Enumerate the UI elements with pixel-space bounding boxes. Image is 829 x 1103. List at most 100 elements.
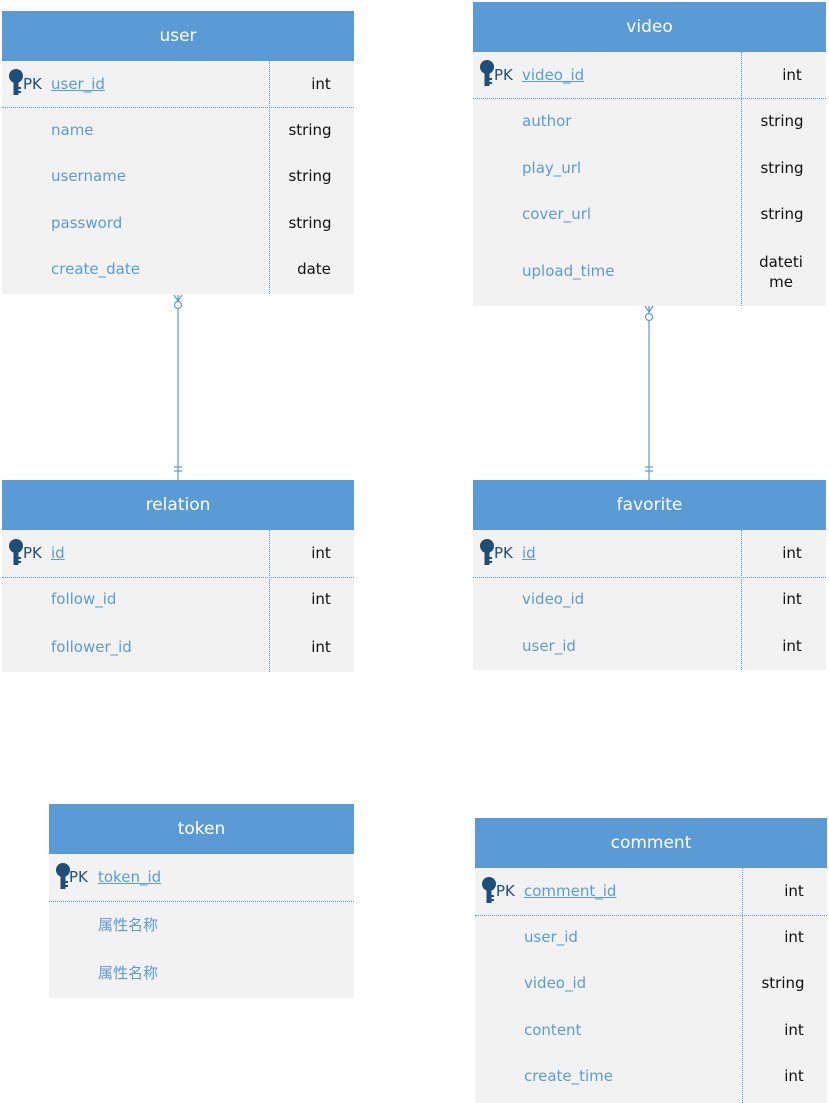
attribute-type: int [311, 75, 331, 93]
attribute-type: int [311, 638, 331, 656]
attribute-row[interactable]: upload_time datetime [473, 238, 826, 306]
pk-row[interactable]: PK user_id int [2, 61, 354, 108]
attribute-name: user_id [522, 637, 576, 655]
attribute-row[interactable]: user_id int [473, 624, 826, 670]
pk-label: PK [23, 75, 42, 93]
attribute-type: int [311, 590, 331, 608]
column-divider [742, 868, 743, 1103]
entity-title: video [626, 17, 673, 37]
pk-row[interactable]: PK token_id [49, 854, 354, 902]
attribute-row[interactable]: create_date date [2, 247, 354, 293]
entity-header: relation [2, 480, 354, 530]
attribute-row[interactable]: follower_id int [2, 624, 354, 672]
entity-title: user [159, 26, 197, 46]
attribute-row[interactable]: content int [475, 1009, 827, 1055]
relationship-user-relation [173, 294, 183, 480]
attribute-type: int [782, 590, 802, 608]
pk-label: PK [494, 66, 513, 84]
column-divider [269, 530, 270, 672]
attribute-type: int [784, 882, 804, 900]
attribute-type: int [784, 1067, 804, 1085]
entity-header: user [2, 11, 354, 61]
attribute-name: video_id [522, 590, 585, 608]
attribute-row[interactable]: 属性名称 [49, 902, 354, 948]
entity-title: comment [610, 833, 692, 853]
attribute-type: datetime [759, 253, 803, 291]
attribute-row[interactable]: name string [2, 108, 354, 154]
entity-relation[interactable]: relation PK id int follow_id int followe… [2, 480, 354, 672]
attribute-name: create_date [51, 260, 140, 278]
pk-label: PK [23, 544, 42, 562]
attribute-name: follower_id [51, 638, 132, 656]
pk-row[interactable]: PK video_id int [473, 52, 826, 99]
entity-title: token [177, 819, 226, 839]
attribute-name: name [51, 121, 94, 139]
entity-body: PK video_id int author string play_url s… [473, 52, 826, 306]
attribute-row[interactable]: create_time int [475, 1055, 827, 1103]
entity-title: relation [145, 495, 211, 515]
attribute-type: int [784, 928, 804, 946]
key-icon [480, 539, 494, 565]
attribute-row[interactable]: username string [2, 154, 354, 200]
pk-row[interactable]: PK id int [473, 530, 826, 578]
column-divider [741, 530, 742, 670]
attribute-name: play_url [522, 159, 582, 177]
attribute-row[interactable]: 属性名称 [49, 949, 354, 998]
attribute-name: id [522, 544, 536, 562]
attribute-type: string [288, 214, 332, 232]
pk-row[interactable]: PK id int [2, 530, 354, 578]
attribute-type: int [782, 637, 802, 655]
attribute-row[interactable]: user_id int [475, 916, 827, 962]
entity-token[interactable]: token PK token_id 属性名称 属性名称 [49, 804, 354, 998]
attribute-name: 属性名称 [98, 916, 159, 934]
attribute-type: int [782, 66, 802, 84]
attribute-row[interactable]: video_id string [475, 962, 827, 1009]
attribute-type: string [288, 121, 332, 139]
entity-header: video [473, 2, 826, 52]
attribute-row[interactable]: video_id int [473, 578, 826, 624]
attribute-type: string [760, 112, 804, 130]
entity-user[interactable]: user PK user_id int name string username… [2, 11, 354, 294]
key-icon [9, 69, 23, 95]
key-icon [56, 863, 70, 889]
attribute-type: string [760, 205, 804, 223]
attribute-name: create_time [524, 1067, 614, 1085]
attribute-name: 属性名称 [98, 964, 159, 982]
entity-body: PK id int follow_id int follower_id int [2, 530, 354, 672]
attribute-row[interactable]: cover_url string [473, 192, 826, 238]
attribute-name: comment_id [524, 882, 617, 900]
pk-row[interactable]: PK comment_id int [475, 868, 827, 916]
attribute-name: author [522, 112, 572, 130]
attribute-row[interactable]: author string [473, 99, 826, 145]
column-divider [269, 61, 270, 294]
entity-comment[interactable]: comment PK comment_id int user_id int vi… [475, 818, 827, 1103]
attribute-row[interactable]: follow_id int [2, 578, 354, 624]
column-divider [741, 52, 742, 306]
entity-body: PK token_id 属性名称 属性名称 [49, 854, 354, 998]
attribute-type: string [760, 159, 804, 177]
entity-favorite[interactable]: favorite PK id int video_id int user_id … [473, 480, 826, 670]
exactly-one-icon [174, 466, 182, 472]
attribute-type: int [782, 544, 802, 562]
attribute-name: password [51, 214, 123, 232]
entity-header: token [49, 804, 354, 854]
attribute-row[interactable]: play_url string [473, 146, 826, 192]
entity-body: PK id int video_id int user_id int [473, 530, 826, 670]
entity-title: favorite [616, 495, 683, 515]
key-icon [482, 877, 496, 903]
attribute-row[interactable]: password string [2, 201, 354, 247]
attribute-name: id [51, 544, 65, 562]
exactly-one-icon [645, 466, 653, 472]
attribute-name: video_id [522, 66, 585, 84]
entity-header: favorite [473, 480, 826, 530]
entity-body: PK user_id int name string username stri… [2, 61, 354, 294]
attribute-name: upload_time [522, 262, 615, 280]
attribute-type: date [297, 260, 331, 278]
attribute-name: cover_url [522, 205, 592, 223]
attribute-name: username [51, 167, 126, 185]
pk-label: PK [69, 868, 88, 886]
pk-label: PK [494, 544, 513, 562]
attribute-type: int [784, 1021, 804, 1039]
entity-video[interactable]: video PK video_id int author string play… [473, 2, 826, 306]
key-icon [480, 60, 494, 86]
